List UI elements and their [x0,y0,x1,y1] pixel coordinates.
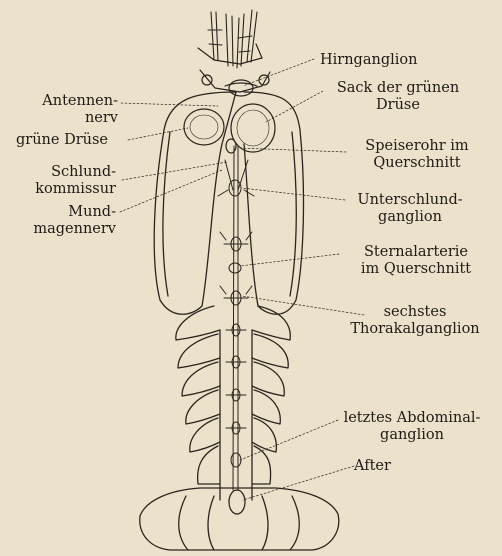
label-sechstes-thorakalganglion: sechstes Thorakalganglion [330,304,500,338]
label-speiserohr-im-querschnitt: Speiserohr im Querschnitt [346,138,488,172]
label-unterschlundganglion: Unterschlund- ganglion [346,192,474,226]
leader-letztes [240,420,338,460]
leader-antennennerv [121,103,218,106]
leader-unterschlund [242,188,345,200]
label-letztes-abdominalganglion: letztes Abdominal- ganglion [326,410,498,444]
abdomen-right [252,306,290,500]
abdomen-left [176,306,220,500]
label-sternalarterie: Sternalarterie im Querschnitt [338,244,494,278]
leader-mund [120,170,222,212]
carapace [154,92,303,314]
leader-after [243,466,354,500]
leader-gruene-druese [128,128,188,140]
label-mundmagennerv: Mund- magennerv [12,204,116,238]
label-gruene-druese: grüne Drüse [16,132,108,149]
leader-schlund [122,162,227,180]
label-schlundkommissur: Schlund- kommissur [8,164,116,198]
label-antennennerv: Antennen- nerv [18,93,118,127]
head [198,44,270,96]
tail-fan [140,488,339,550]
label-sack-der-gruenen-druese: Sack der grünen Drüse [324,80,472,114]
antennae [208,10,257,68]
label-hirnganglion: Hirnganglion [320,52,417,69]
green-glands [184,104,275,153]
label-after: After [354,458,391,475]
nerve-cord [218,146,254,490]
leader-sternal [240,254,339,266]
leader-hirnganglion [243,59,314,86]
